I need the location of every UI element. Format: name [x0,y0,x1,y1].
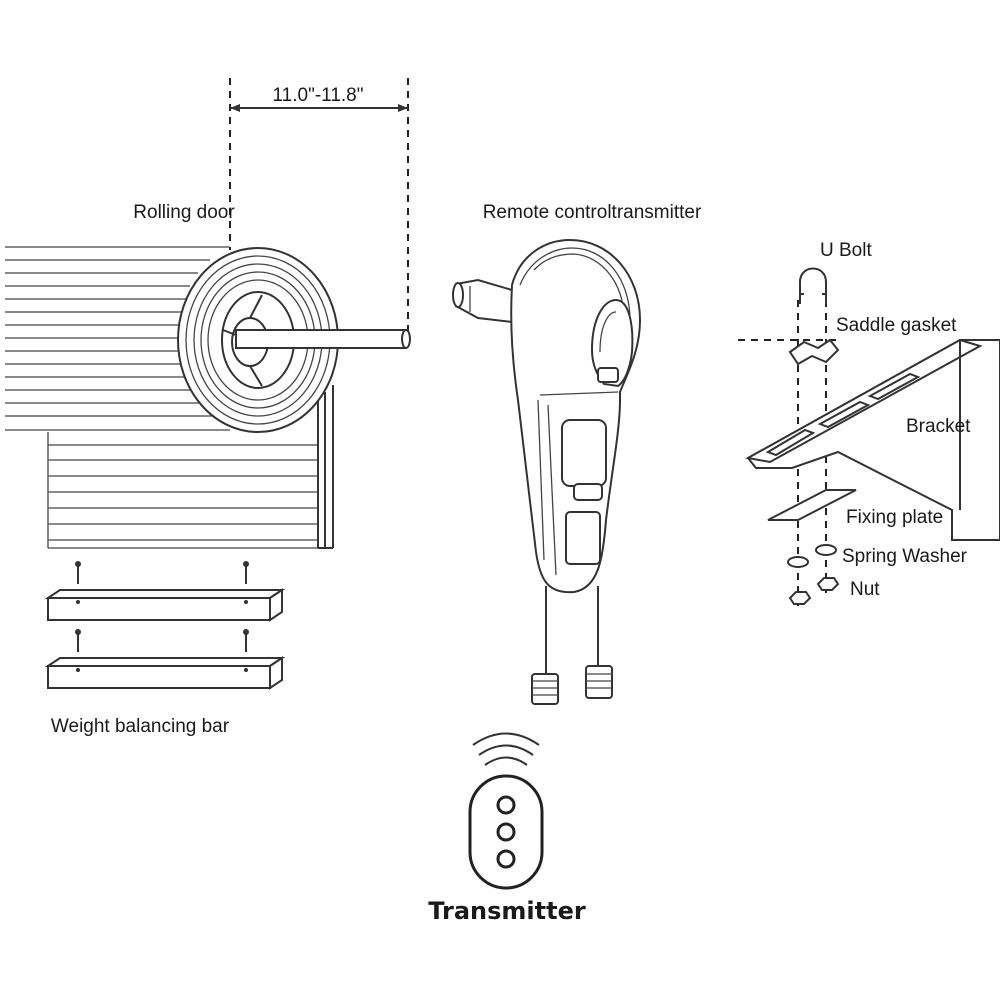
fixing-plate-label: Fixing plate [846,507,943,528]
nut: Nut [788,577,880,605]
dimension-label: 11.0"-11.8" [273,85,364,106]
remote-button-1 [496,795,516,815]
motor-unit: Remote controltransmitter [452,202,702,705]
wire-connector [531,673,559,705]
screw-icon [243,561,249,584]
remote-button-2 [496,822,516,842]
bracket-assembly: U Bolt Saddle gasket Bracket Fixing plat… [738,240,1000,612]
saddle-gasket-label: Saddle gasket [836,315,957,336]
remote-control-transmitter-label: Remote controltransmitter [483,202,702,223]
nut-label: Nut [850,579,880,600]
remote-button-3 [496,849,516,869]
bracket-label: Bracket [906,416,971,437]
rolling-door-label: Rolling door [133,202,235,223]
screw-icon [75,561,81,584]
dimension-callout: 11.0"-11.8" [229,78,409,340]
door-axle [235,329,411,349]
saddle-gasket: Saddle gasket [788,315,957,366]
weight-balancing-bar-label: Weight balancing bar [51,716,230,737]
spring-washer: Spring Washer [787,544,968,568]
transmitter: Transmitter [428,732,586,925]
fixing-plate: Fixing plate [767,489,943,528]
rolling-door: Rolling door [5,202,411,549]
u-bolt-label: U Bolt [820,240,872,261]
screw-icon [75,629,81,652]
u-bolt: U Bolt [799,240,872,304]
weight-balancing-bar: Weight balancing bar [44,561,286,737]
screw-icon [243,629,249,652]
transmitter-label: Transmitter [428,897,586,925]
spring-washer-label: Spring Washer [842,546,968,567]
bracket: Bracket [745,338,1000,541]
wire-connector [585,665,613,699]
wireless-signal-icon [472,732,540,766]
